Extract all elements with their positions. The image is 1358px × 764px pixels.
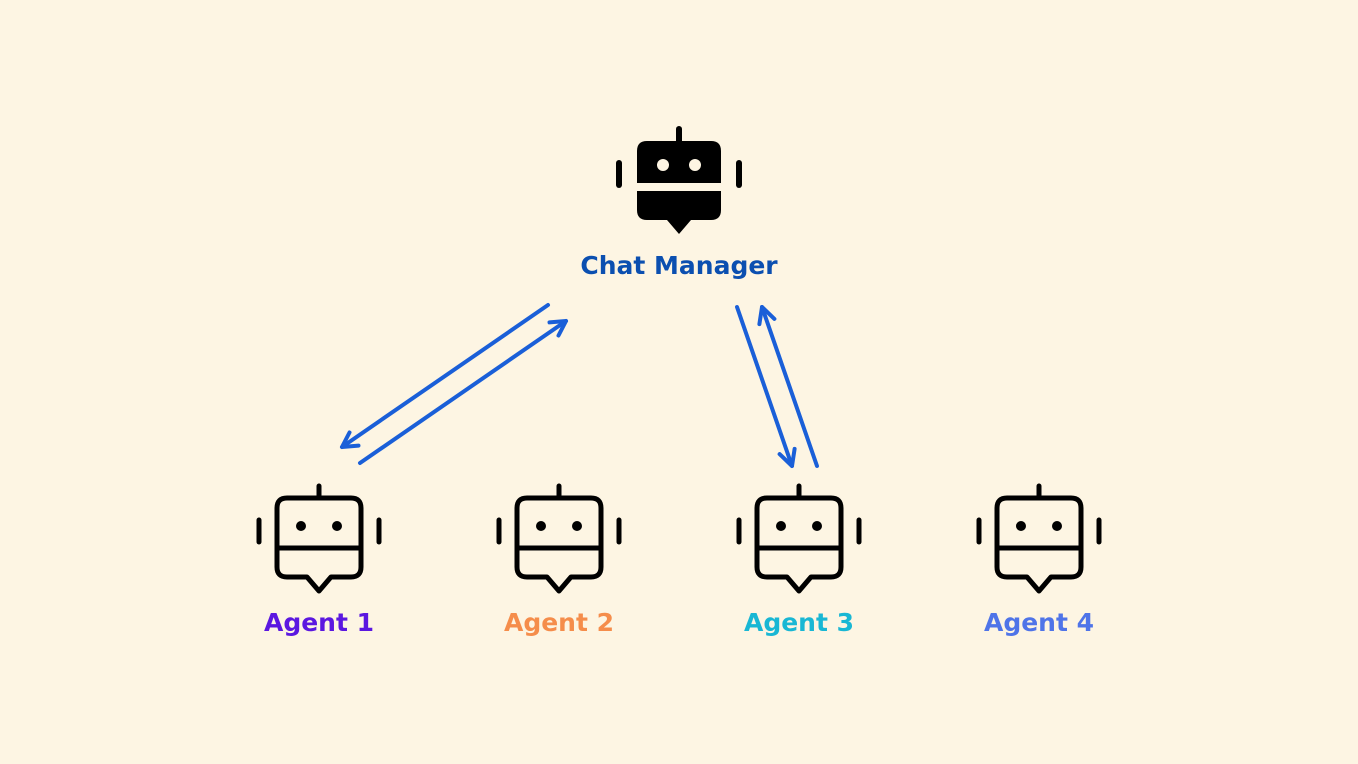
agent-2-label: Agent 2 (503, 608, 615, 637)
arrow-manager-to-agent-3 (735, 305, 797, 468)
agent-1-robot-icon (259, 486, 379, 591)
agent-1-label: Agent 1 (263, 608, 375, 637)
arrow-agent-1-to-manager (358, 319, 568, 465)
chat-manager-label: Chat Manager (580, 251, 778, 280)
agent-4-robot-icon (979, 486, 1099, 591)
agent-3-label: Agent 3 (743, 608, 855, 637)
arrow-agent-3-to-manager (757, 305, 819, 468)
agent-2-robot-icon (499, 486, 619, 591)
agent-3-robot-icon (739, 486, 859, 591)
chat-manager-robot-icon (619, 129, 739, 234)
agent-4-label: Agent 4 (983, 608, 1095, 637)
arrow-manager-to-agent-1 (340, 303, 550, 449)
